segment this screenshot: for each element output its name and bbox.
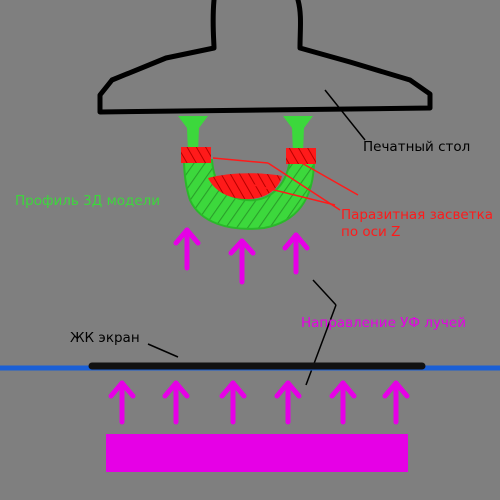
right-support bbox=[283, 116, 313, 152]
black-leader-lines bbox=[147, 89, 366, 386]
uv-arrow bbox=[382, 380, 410, 425]
uv-arrow bbox=[108, 380, 136, 425]
parasitic-leader-lines bbox=[212, 157, 359, 211]
uv-light-source bbox=[106, 434, 408, 472]
uv-arrow bbox=[173, 227, 201, 271]
uv-arrow bbox=[282, 232, 310, 275]
parasitic-exposure-left bbox=[181, 147, 211, 163]
uv-arrow bbox=[274, 380, 302, 425]
parasitic-exposure-center bbox=[208, 173, 282, 200]
parasitic-label-line2: по оси Z bbox=[341, 224, 400, 240]
parasitic-exposure-right bbox=[286, 148, 316, 164]
uv-arrow bbox=[219, 380, 247, 425]
uv-arrow bbox=[228, 238, 256, 285]
uv-arrow bbox=[329, 380, 357, 425]
uv-arrows-lower bbox=[108, 380, 410, 425]
uv-arrows-upper bbox=[173, 227, 310, 285]
print-table-outline bbox=[97, 0, 433, 115]
model-profile-label: Профиль 3Д модели bbox=[15, 193, 160, 209]
parasitic-label-line1: Паразитная засветка bbox=[341, 207, 493, 223]
model-profile bbox=[182, 156, 316, 230]
left-support bbox=[178, 116, 208, 152]
lcd-screen-label: ЖК экран bbox=[70, 330, 140, 346]
uv-arrow bbox=[162, 380, 190, 425]
print-table-label: Печатный стол bbox=[363, 139, 470, 155]
uv-direction-label: Направление УФ лучей bbox=[301, 315, 466, 331]
